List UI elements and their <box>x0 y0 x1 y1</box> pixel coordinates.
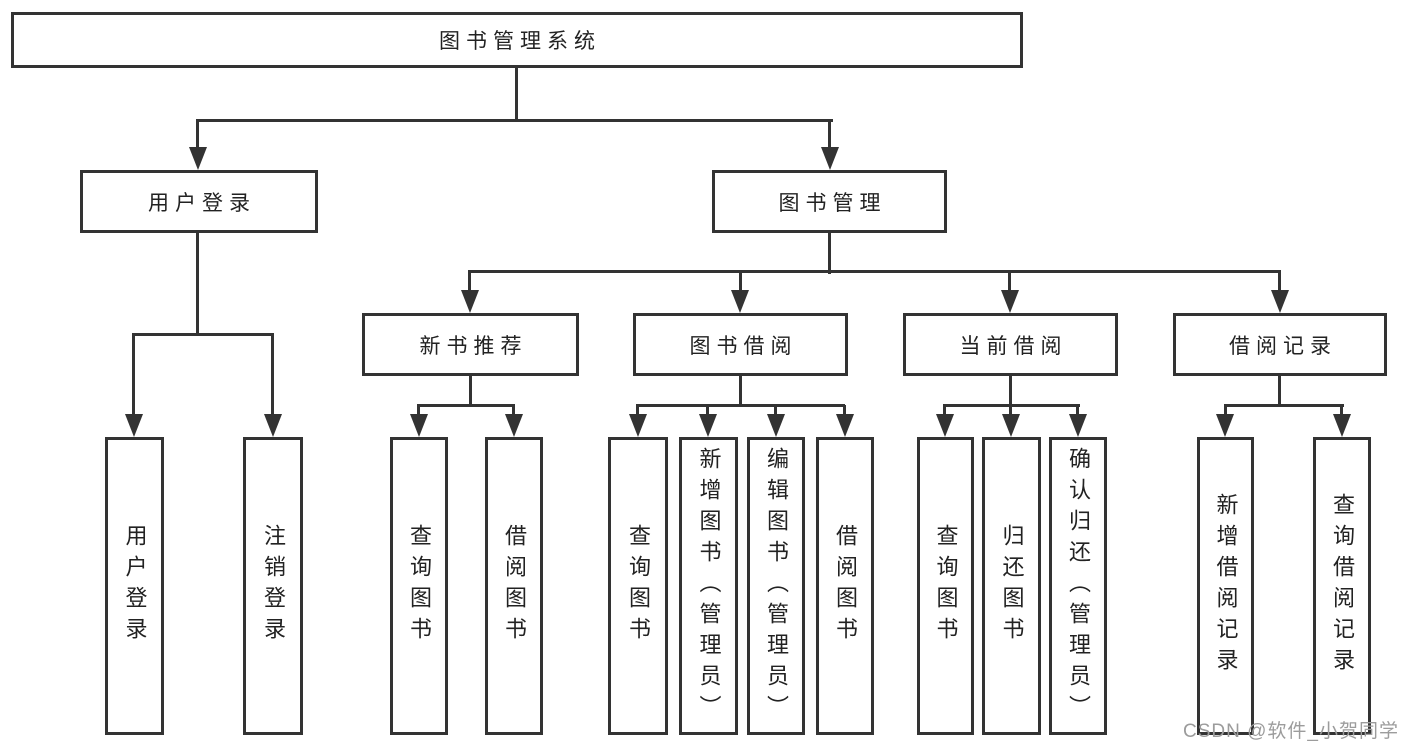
node-current-borrow: 当前借阅 <box>903 313 1118 376</box>
connector-vline <box>417 405 420 416</box>
connector-vline <box>468 272 471 294</box>
node-user-login: 用户登录 <box>80 170 318 233</box>
leaf-nbr-query-books: 查询图书 <box>390 437 448 735</box>
leaf-nbr-borrow-books: 借阅图书 <box>485 437 543 735</box>
connector-hline <box>636 404 845 407</box>
node-book-borrow-label: 图书借阅 <box>689 334 798 358</box>
connector-vline <box>469 376 472 407</box>
connector-vline <box>739 272 742 294</box>
node-current-borrow-label: 当前借阅 <box>959 334 1068 358</box>
connector-arrowhead <box>767 414 785 437</box>
connector-hline <box>132 333 274 336</box>
node-borrow-records: 借阅记录 <box>1173 313 1387 376</box>
leaf-br-query-record: 查询借阅记录 <box>1313 437 1371 735</box>
leaf-cb-confirm-return-admin: 确认归还（管理员） <box>1049 437 1107 735</box>
connector-arrowhead <box>505 414 523 437</box>
leaf-cb-query-books: 查询图书 <box>917 437 974 735</box>
connector-vline <box>1278 376 1281 407</box>
leaf-bb-query-books: 查询图书 <box>608 437 668 735</box>
connector-arrowhead <box>461 290 479 313</box>
connector-hline <box>468 270 1281 273</box>
node-new-book-recommend: 新书推荐 <box>362 313 579 376</box>
connector-vline <box>1009 376 1012 407</box>
connector-arrowhead <box>821 147 839 170</box>
leaf-bb-borrow-books-label: 借阅图书 <box>833 524 858 648</box>
connector-vline <box>1278 272 1281 294</box>
node-book-management-label: 图书管理 <box>778 191 887 215</box>
connector-arrowhead <box>836 414 854 437</box>
connector-vline <box>271 335 274 417</box>
node-new-book-recommend-label: 新书推荐 <box>419 334 528 358</box>
leaf-br-add-record-label: 新增借阅记录 <box>1213 493 1239 679</box>
leaf-bb-edit-books-admin: 编辑图书（管理员） <box>747 437 805 735</box>
connector-vline <box>1340 405 1343 416</box>
connector-vline <box>196 120 199 150</box>
leaf-bb-query-books-label: 查询图书 <box>626 524 651 648</box>
connector-arrowhead <box>936 414 954 437</box>
node-book-borrow: 图书借阅 <box>633 313 848 376</box>
leaf-cb-query-books-label: 查询图书 <box>933 524 959 648</box>
connector-vline <box>1008 272 1011 294</box>
connector-arrowhead <box>1001 290 1019 313</box>
connector-arrowhead <box>410 414 428 437</box>
connector-vline <box>843 405 846 416</box>
node-library-system: 图书管理系统 <box>11 12 1023 68</box>
leaf-user-login-label: 用户登录 <box>122 524 148 648</box>
leaf-bb-borrow-books: 借阅图书 <box>816 437 874 735</box>
connector-vline <box>1009 405 1012 416</box>
connector-vline <box>828 120 831 150</box>
leaf-br-add-record: 新增借阅记录 <box>1197 437 1254 735</box>
connector-vline <box>515 68 518 121</box>
leaf-user-login: 用户登录 <box>105 437 164 735</box>
leaf-bb-add-books-admin-label: 新增图书（管理员） <box>696 446 722 726</box>
connector-vline <box>943 405 946 416</box>
node-book-management: 图书管理 <box>712 170 947 233</box>
connector-vline <box>774 405 777 416</box>
connector-arrowhead <box>731 290 749 313</box>
connector-vline <box>132 335 135 417</box>
connector-vline <box>1076 405 1079 416</box>
connector-arrowhead <box>1002 414 1020 437</box>
leaf-bb-edit-books-admin-label: 编辑图书（管理员） <box>764 446 789 726</box>
watermark: CSDN @软件_小贺同学 <box>1183 721 1399 742</box>
leaf-nbr-borrow-books-label: 借阅图书 <box>502 524 527 648</box>
connector-vline <box>1224 405 1227 416</box>
leaf-cb-return-books-label: 归还图书 <box>999 524 1025 648</box>
connector-vline <box>706 405 709 416</box>
connector-arrowhead <box>264 414 282 437</box>
connector-arrowhead <box>189 147 207 170</box>
leaf-bb-add-books-admin: 新增图书（管理员） <box>679 437 738 735</box>
connector-vline <box>828 232 831 274</box>
connector-vline <box>739 376 742 407</box>
connector-hline <box>417 404 515 407</box>
node-library-system-label: 图书管理系统 <box>439 30 601 53</box>
leaf-cb-confirm-return-admin-label: 确认归还（管理员） <box>1066 446 1091 726</box>
leaf-cb-return-books: 归还图书 <box>982 437 1041 735</box>
connector-arrowhead <box>1333 414 1351 437</box>
leaf-logout-label: 注销登录 <box>261 524 286 648</box>
node-user-login-label: 用户登录 <box>148 191 256 215</box>
connector-vline <box>196 233 199 336</box>
leaf-br-query-record-label: 查询借阅记录 <box>1330 493 1355 679</box>
node-borrow-records-label: 借阅记录 <box>1229 334 1337 358</box>
connector-arrowhead <box>125 414 143 437</box>
connector-hline <box>1224 404 1344 407</box>
connector-arrowhead <box>629 414 647 437</box>
leaf-nbr-query-books-label: 查询图书 <box>407 524 432 648</box>
connector-arrowhead <box>1069 414 1087 437</box>
connector-vline <box>636 405 639 416</box>
connector-arrowhead <box>699 414 717 437</box>
connector-vline <box>512 405 515 416</box>
connector-arrowhead <box>1271 290 1289 313</box>
leaf-logout: 注销登录 <box>243 437 303 735</box>
connector-hline <box>196 119 833 122</box>
connector-arrowhead <box>1216 414 1234 437</box>
